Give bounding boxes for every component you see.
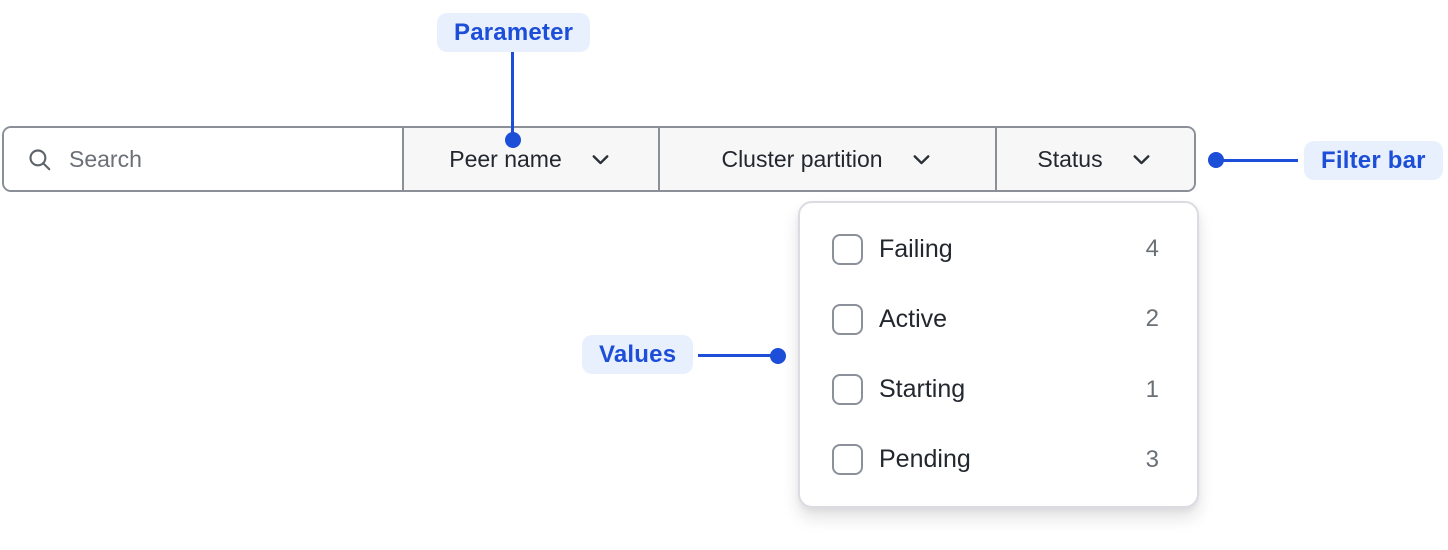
menu-item-label: Starting (879, 375, 966, 404)
menu-item-label: Failing (879, 234, 953, 263)
dropdown-status-label: Status (1037, 145, 1103, 172)
menu-item-pending[interactable]: Pending 3 (800, 425, 1197, 495)
menu-item-failing[interactable]: Failing 4 (800, 214, 1197, 284)
menu-item-count: 3 (1145, 445, 1159, 473)
dropdown-status[interactable]: Status (995, 128, 1194, 190)
search-section (4, 128, 402, 190)
annotation-values-label: Values (582, 335, 694, 374)
annotation-filter-bar-label: Filter bar (1304, 141, 1443, 180)
menu-item-label: Active (879, 304, 948, 333)
annotation-parameter-dot (505, 132, 521, 148)
search-icon (26, 146, 53, 173)
checkbox-active[interactable] (832, 303, 863, 335)
annotation-parameter-label: Parameter (437, 13, 591, 52)
menu-item-count: 1 (1145, 375, 1159, 403)
menu-item-starting[interactable]: Starting 1 (800, 355, 1197, 425)
checkbox-pending[interactable] (832, 444, 863, 476)
dropdown-peer-name[interactable]: Peer name (402, 128, 658, 190)
chevron-down-icon (1129, 147, 1154, 172)
menu-item-label: Pending (879, 445, 971, 474)
chevron-down-icon (588, 147, 613, 172)
annotation-filter-bar-connector-line (1222, 159, 1298, 162)
annotation-values-dot (770, 348, 786, 364)
chevron-down-icon (909, 147, 934, 172)
menu-item-count: 4 (1145, 235, 1159, 263)
status-dropdown-menu: Failing 4 Active 2 Starting 1 Pending 3 (798, 201, 1199, 508)
annotation-parameter-connector-line (511, 52, 514, 136)
dropdown-cluster-partition[interactable]: Cluster partition (658, 128, 995, 190)
search-input[interactable] (69, 145, 388, 173)
menu-item-active[interactable]: Active 2 (800, 284, 1197, 354)
dropdown-peer-name-label: Peer name (449, 145, 562, 172)
filter-bar: Peer name Cluster partition Status (2, 126, 1196, 192)
annotation-filter-bar-dot (1208, 152, 1224, 168)
annotation-values-connector-line (698, 354, 772, 357)
dropdown-cluster-partition-label: Cluster partition (721, 145, 883, 172)
checkbox-starting[interactable] (832, 374, 863, 406)
checkbox-failing[interactable] (832, 233, 863, 265)
menu-item-count: 2 (1145, 305, 1159, 333)
